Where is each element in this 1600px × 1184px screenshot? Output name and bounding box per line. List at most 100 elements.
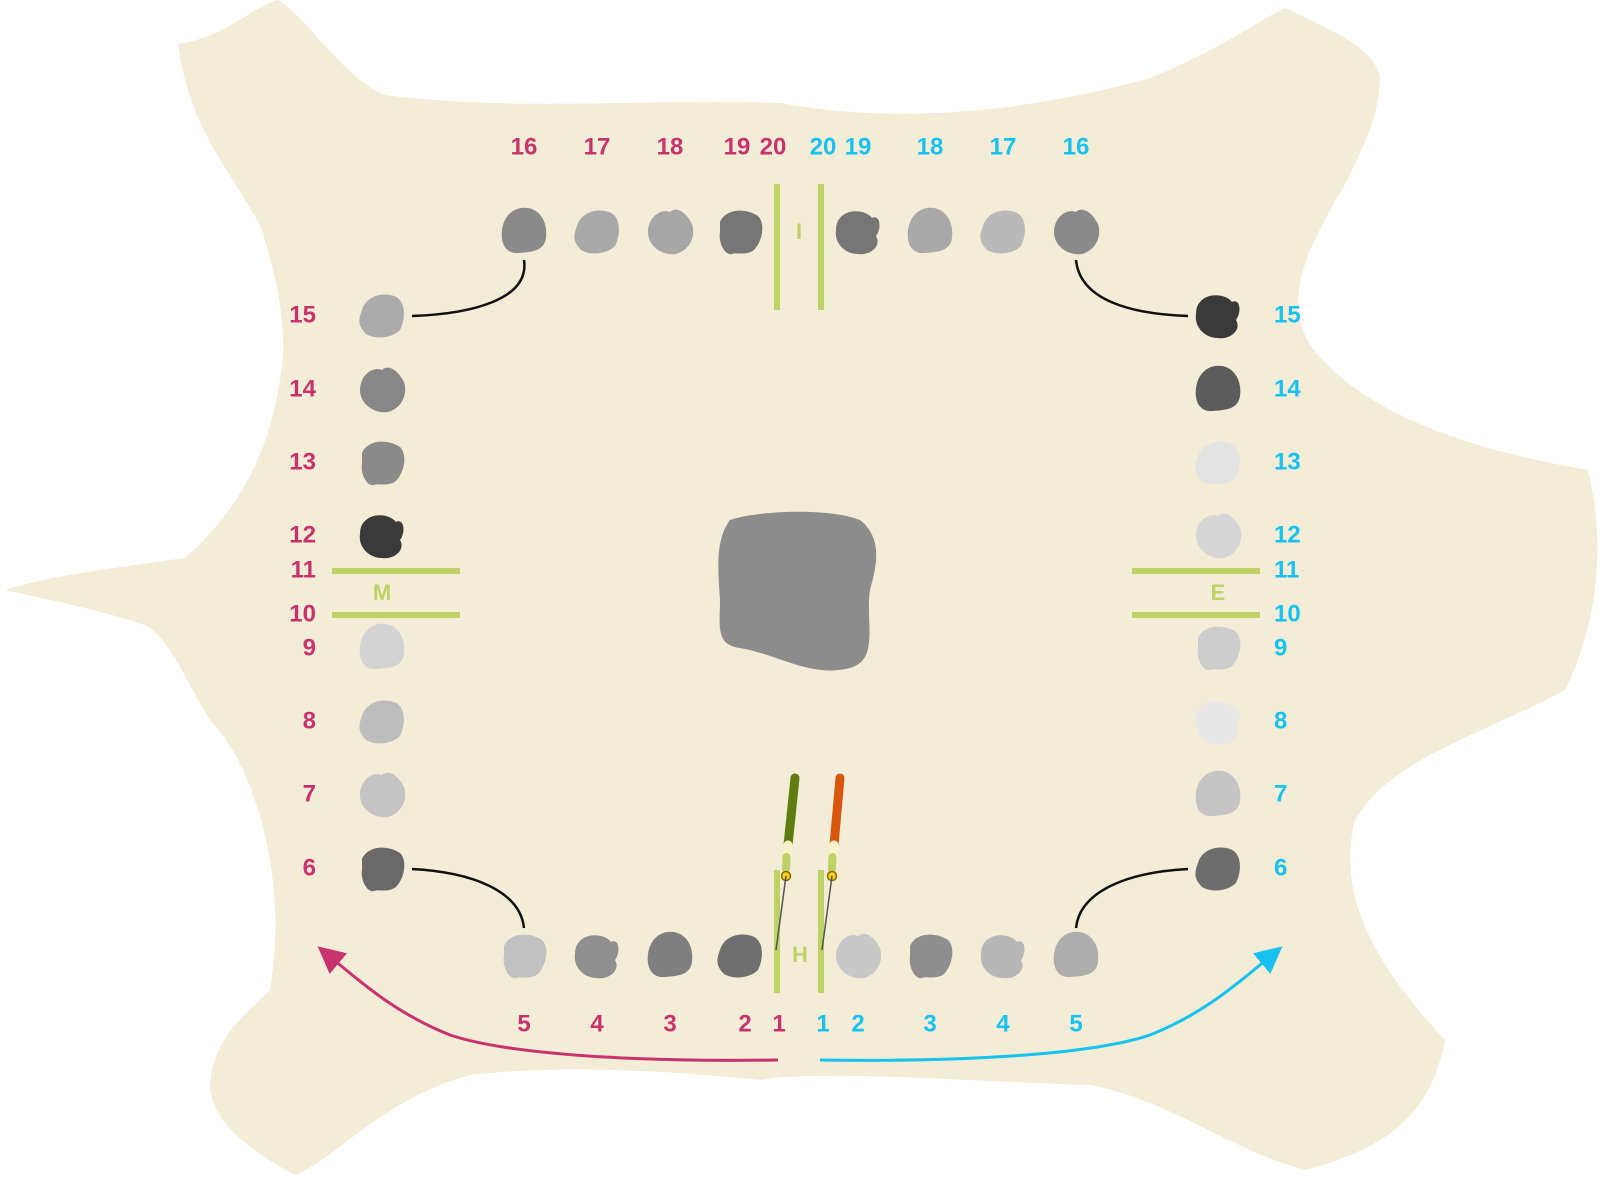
stone-icon bbox=[360, 367, 406, 413]
label-left-side-14: 14 bbox=[289, 375, 316, 402]
pit-stone-right-4 bbox=[1197, 626, 1241, 671]
pit-stone-right-2 bbox=[1195, 441, 1240, 485]
connector-curve-3 bbox=[1074, 867, 1189, 929]
divider-lines bbox=[332, 184, 1260, 993]
label-left-side-13: 13 bbox=[289, 448, 316, 475]
pit-stone-left-1 bbox=[360, 367, 406, 413]
stones-layer bbox=[359, 207, 1242, 979]
marker-top-label: I bbox=[796, 219, 802, 244]
label-left-top-20: 20 bbox=[760, 133, 787, 160]
pit-stone-left-4 bbox=[359, 623, 405, 670]
pit-stone-left-5 bbox=[359, 700, 404, 744]
label-right-bottom-2: 2 bbox=[851, 1010, 864, 1037]
pit-stone-bottom-right-2 bbox=[980, 935, 1025, 979]
stone-icon bbox=[980, 210, 1025, 254]
label-left-side-10: 10 bbox=[289, 600, 316, 627]
pit-stone-right-5 bbox=[1195, 701, 1240, 745]
pit-stone-bottom-left-0 bbox=[503, 934, 547, 979]
pit-stone-top-left-3 bbox=[719, 210, 763, 255]
label-left-side-8: 8 bbox=[303, 707, 316, 734]
stone-icon bbox=[359, 700, 404, 744]
label-right-bottom-4: 4 bbox=[996, 1010, 1010, 1037]
label-left-side-7: 7 bbox=[303, 780, 316, 807]
stone-icon bbox=[1197, 626, 1241, 671]
label-right-top-19: 19 bbox=[845, 133, 872, 160]
pit-stone-left-0 bbox=[359, 294, 404, 338]
label-right-side-6: 6 bbox=[1274, 854, 1287, 881]
label-right-top-16: 16 bbox=[1063, 133, 1090, 160]
stone-icon bbox=[648, 209, 694, 255]
label-right-side-8: 8 bbox=[1274, 707, 1287, 734]
pit-stone-right-0 bbox=[1195, 295, 1240, 339]
label-left-top-19: 19 bbox=[724, 133, 751, 160]
label-right-side-12: 12 bbox=[1274, 521, 1301, 548]
label-left-top-18: 18 bbox=[657, 133, 684, 160]
connector-curve-1 bbox=[1074, 259, 1189, 318]
green-stick bbox=[775, 773, 800, 951]
label-right-side-7: 7 bbox=[1274, 780, 1287, 807]
orange-stick bbox=[821, 773, 845, 951]
label-left-bottom-1: 1 bbox=[772, 1010, 785, 1037]
stone-icon bbox=[647, 931, 693, 978]
stone-icon bbox=[835, 211, 880, 255]
pit-stone-top-left-1 bbox=[574, 210, 619, 254]
label-right-bottom-3: 3 bbox=[923, 1010, 936, 1037]
stone-icon bbox=[1195, 847, 1240, 891]
label-right-bottom-5: 5 bbox=[1069, 1010, 1082, 1037]
label-right-top-20: 20 bbox=[810, 133, 837, 160]
stone-icon bbox=[361, 441, 405, 486]
connector-curves bbox=[411, 259, 1189, 929]
label-left-side-15: 15 bbox=[289, 301, 316, 328]
pit-stone-bottom-right-1 bbox=[909, 934, 953, 979]
stone-icon bbox=[360, 772, 406, 818]
pit-stone-bottom-right-3 bbox=[1053, 931, 1099, 978]
pit-stone-top-left-0 bbox=[501, 207, 547, 254]
label-right-side-14: 14 bbox=[1274, 375, 1301, 402]
stone-icon bbox=[574, 935, 619, 979]
stone-icon bbox=[359, 294, 404, 338]
connector-curve-0 bbox=[411, 259, 526, 318]
label-left-bottom-3: 3 bbox=[663, 1010, 676, 1037]
marker-right-label: E bbox=[1211, 580, 1226, 605]
pit-stone-right-1 bbox=[1195, 365, 1241, 412]
sowing-arrow-left bbox=[317, 946, 779, 1062]
sticks bbox=[775, 773, 845, 951]
label-left-bottom-5: 5 bbox=[517, 1010, 530, 1037]
stone-icon bbox=[1195, 701, 1240, 745]
pit-stone-bottom-left-1 bbox=[574, 935, 619, 979]
marker-left-label: M bbox=[373, 580, 391, 605]
pit-stone-top-right-1 bbox=[907, 207, 953, 254]
label-left-top-17: 17 bbox=[584, 133, 611, 160]
marker-bottom-label: H bbox=[792, 942, 808, 967]
stone-icon bbox=[503, 934, 547, 979]
stone-icon bbox=[501, 207, 547, 254]
stone-icon bbox=[719, 210, 763, 255]
label-right-bottom-1: 1 bbox=[816, 1010, 829, 1037]
pit-stone-top-right-2 bbox=[980, 210, 1025, 254]
pit-stone-top-left-2 bbox=[648, 209, 694, 255]
label-right-side-10: 10 bbox=[1274, 600, 1301, 627]
pit-stone-top-right-0 bbox=[835, 211, 880, 255]
label-left-bottom-2: 2 bbox=[738, 1010, 751, 1037]
stone-icon bbox=[361, 847, 405, 892]
label-right-top-18: 18 bbox=[917, 133, 944, 160]
stone-icon bbox=[1195, 770, 1241, 817]
pit-stone-left-3 bbox=[359, 515, 404, 559]
sowing-arrow-right bbox=[819, 946, 1283, 1062]
pit-stone-top-right-3 bbox=[1054, 209, 1100, 255]
pit-stone-right-6 bbox=[1195, 770, 1241, 817]
label-left-side-9: 9 bbox=[303, 634, 316, 661]
stone-icon bbox=[717, 934, 762, 978]
stone-icon bbox=[1196, 513, 1242, 559]
pit-stone-left-6 bbox=[360, 772, 406, 818]
stone-icon bbox=[359, 623, 405, 670]
label-right-side-11: 11 bbox=[1274, 556, 1299, 583]
label-right-side-15: 15 bbox=[1274, 301, 1301, 328]
stone-icon bbox=[574, 210, 619, 254]
stone-icon bbox=[907, 207, 953, 254]
stone-icon bbox=[1195, 295, 1240, 339]
label-left-side-6: 6 bbox=[303, 854, 316, 881]
stone-icon bbox=[359, 515, 404, 559]
